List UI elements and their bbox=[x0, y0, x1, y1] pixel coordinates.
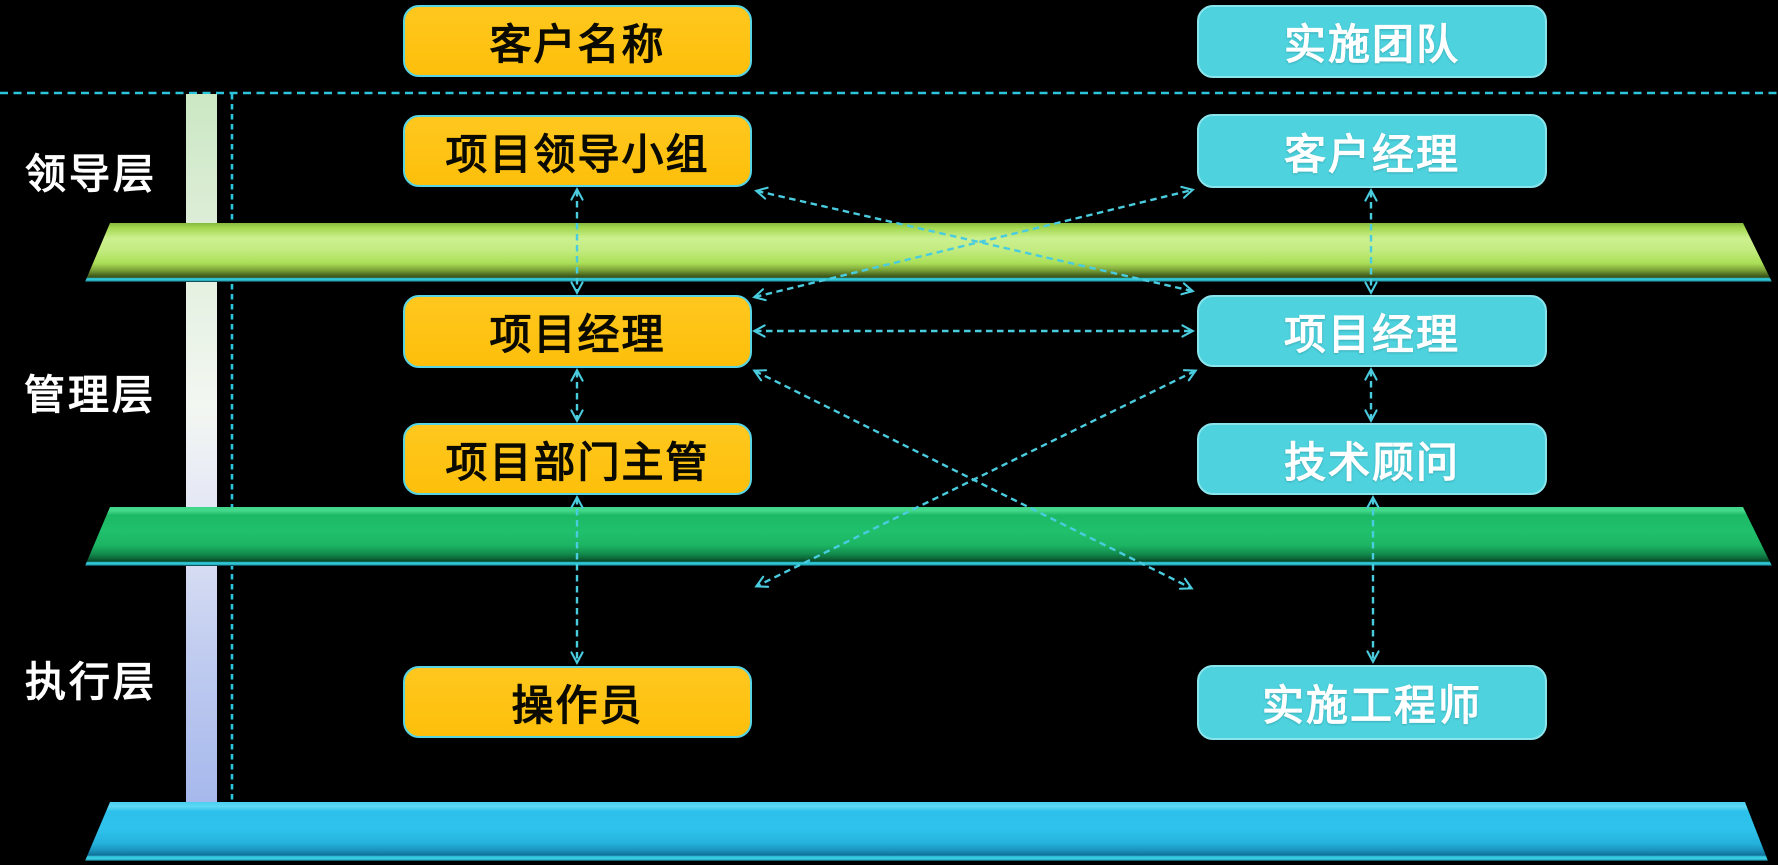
node-account-manager: 客户经理 bbox=[1197, 114, 1547, 188]
layer-bar-execution bbox=[85, 802, 1768, 861]
node-label-customer-name: 客户名称 bbox=[489, 20, 666, 68]
node-label-operator: 操作员 bbox=[511, 681, 644, 729]
node-impl-team: 实施团队 bbox=[1197, 5, 1547, 78]
layer-bar-management bbox=[85, 507, 1772, 566]
node-label-project-manager-right: 项目经理 bbox=[1283, 310, 1460, 358]
layer-label-execution: 执行层 bbox=[25, 659, 157, 705]
node-operator: 操作员 bbox=[403, 666, 752, 738]
node-label-project-leading-group: 项目领导小组 bbox=[445, 130, 710, 178]
node-label-account-manager: 客户经理 bbox=[1283, 130, 1460, 178]
node-label-project-dept-supervisor: 项目部门主管 bbox=[445, 438, 710, 486]
layer-label-management: 管理层 bbox=[24, 372, 156, 418]
node-implementation-engineer: 实施工程师 bbox=[1197, 665, 1547, 740]
node-customer-name: 客户名称 bbox=[403, 5, 752, 77]
node-project-manager-left: 项目经理 bbox=[403, 295, 752, 368]
layer-bar-leadership bbox=[85, 223, 1772, 282]
node-project-manager-right: 项目经理 bbox=[1197, 295, 1547, 367]
node-project-dept-supervisor: 项目部门主管 bbox=[403, 423, 752, 495]
node-label-impl-team: 实施团队 bbox=[1283, 21, 1460, 68]
layer-label-leadership: 领导层 bbox=[25, 151, 157, 197]
node-project-leading-group: 项目领导小组 bbox=[403, 115, 752, 187]
node-technical-consultant: 技术顾问 bbox=[1197, 423, 1547, 495]
node-label-technical-consultant: 技术顾问 bbox=[1283, 438, 1460, 486]
node-label-project-manager-left: 项目经理 bbox=[489, 311, 666, 358]
left-vertical-bar bbox=[186, 94, 217, 803]
node-label-implementation-engineer: 实施工程师 bbox=[1261, 682, 1482, 729]
